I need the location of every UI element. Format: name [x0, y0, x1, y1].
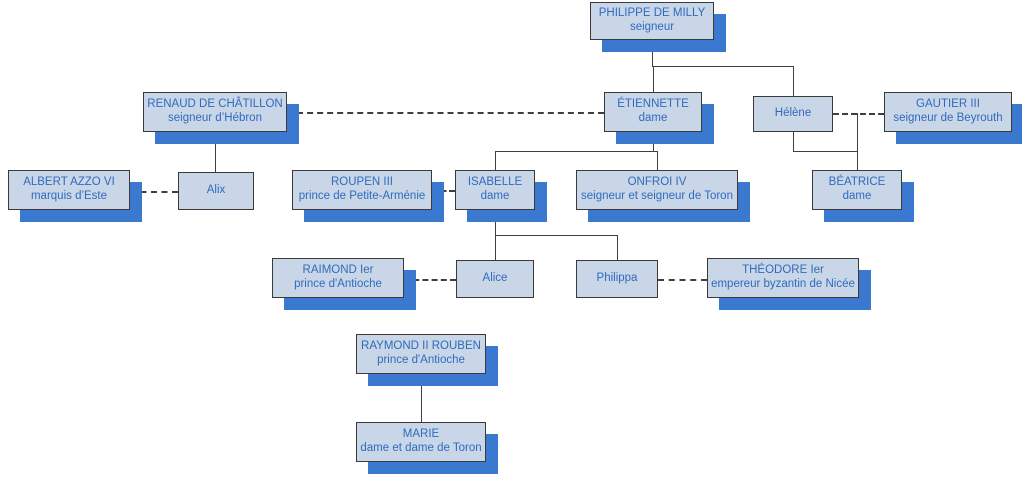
descent-drop-philippe-children — [793, 66, 794, 96]
marriage-line-albert-alix — [130, 191, 178, 193]
descent-drop-etiennette-child — [495, 151, 496, 170]
descent-drop-etiennette-child — [657, 151, 658, 170]
person-title: empereur byzantin de Nicée — [711, 278, 855, 290]
person-title: marquis d’Este — [30, 190, 108, 202]
person-name: Alix — [206, 184, 226, 197]
person-node-alice[interactable]: Alice — [456, 260, 534, 298]
descent-isabelle-child — [495, 210, 496, 235]
marriage-line-philippa-theodore — [658, 279, 707, 281]
person-title: dame et dame de Toron — [360, 442, 482, 454]
person-title: dame — [638, 112, 668, 124]
person-name: Hélène — [774, 107, 812, 120]
descent-drop-philippe-children — [653, 66, 654, 92]
person-title: seigneur — [629, 21, 675, 33]
person-name: ALBERT AZZO VI — [23, 176, 115, 189]
descent-drop-isabelle-child — [495, 235, 496, 260]
node-box[interactable]: Philippa — [576, 260, 658, 298]
node-box[interactable]: Hélène — [753, 96, 833, 132]
person-name: Philippa — [596, 272, 638, 285]
person-title: dame — [480, 190, 510, 202]
person-name: RAYMOND II ROUBEN — [361, 340, 481, 353]
descent-bus-etiennette-child — [495, 151, 657, 152]
descent-bus-isabelle-child — [495, 235, 617, 236]
person-name: ROUPEN III — [331, 176, 393, 189]
descent-raymond2-child — [421, 374, 422, 422]
person-title: seigneur et seigneur de Toron — [581, 190, 733, 202]
person-name: THÉODORE Ier — [742, 264, 824, 277]
marriage-line-renaud-etiennette — [287, 112, 604, 114]
person-name: PHILIPPE DE MILLY — [598, 7, 706, 20]
person-name: ISABELLE — [467, 176, 523, 189]
descent-bus-helene-child — [793, 151, 857, 152]
person-title: prince d'Antioche — [377, 354, 465, 366]
person-name: GAUTIER III — [916, 98, 980, 111]
person-node-philippa[interactable]: Philippa — [576, 260, 658, 298]
descent-renaud-child — [215, 132, 216, 172]
node-box[interactable]: Alix — [178, 172, 254, 210]
descent-helene-child — [793, 132, 794, 151]
person-name: ÉTIENNETTE — [617, 98, 689, 111]
person-name: Alice — [482, 272, 508, 285]
marriage-line-raimond-alice — [404, 279, 456, 281]
node-box[interactable]: Alice — [456, 260, 534, 298]
person-title: prince de Petite-Arménie — [298, 190, 426, 202]
person-name: RAIMOND Ier — [302, 264, 374, 277]
marriage-line-helene-gautier — [833, 113, 884, 115]
person-name: BÉATRICE — [828, 176, 886, 189]
person-title: prince d'Antioche — [294, 278, 382, 290]
descent-philippe-children — [652, 40, 653, 66]
person-node-helene[interactable]: Hélène — [753, 96, 833, 132]
person-title: seigneur de Beyrouth — [893, 112, 1003, 124]
person-title: seigneur d’Hébron — [168, 112, 262, 124]
descent-drop-isabelle-child — [617, 235, 618, 260]
person-title: dame — [842, 190, 872, 202]
person-name: MARIE — [402, 428, 440, 441]
descent-bus-philippe-children — [652, 66, 793, 67]
person-name: RENAUD DE CHÂTILLON — [147, 98, 283, 111]
person-node-alix[interactable]: Alix — [178, 172, 254, 210]
descent-helene-beatrice — [857, 113, 858, 170]
person-name: ONFROI IV — [627, 176, 687, 189]
